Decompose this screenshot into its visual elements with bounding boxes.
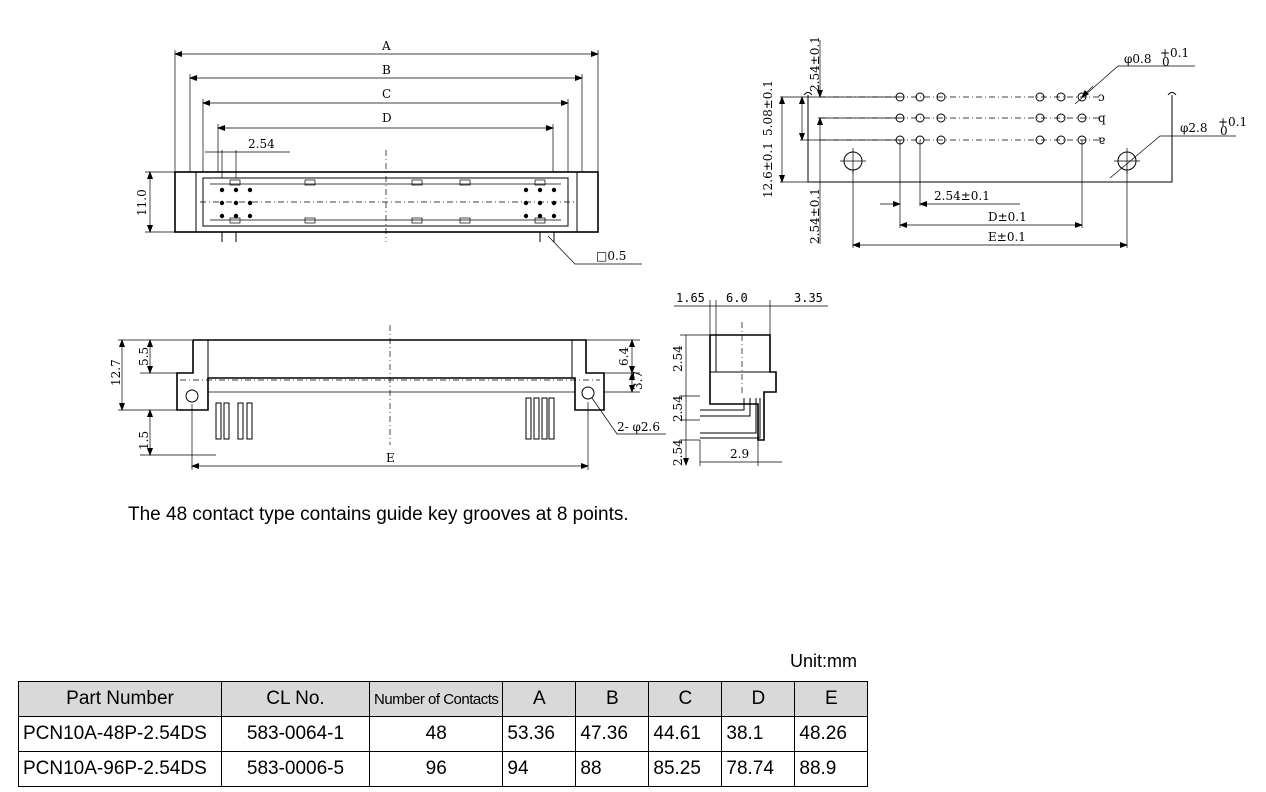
cell-e: 48.26: [794, 716, 869, 752]
cell-e: 88.9: [794, 751, 869, 787]
dim-d-label: D: [382, 111, 392, 125]
dim-end-1.65-label: 1.65: [676, 291, 705, 305]
dim-front-upper-label: 5.5: [137, 347, 151, 366]
svg-text:ɐ: ɐ: [1098, 133, 1105, 147]
dim-row-bottom-label: 2.54±0.1: [808, 188, 822, 244]
header-part-number: Part Number: [18, 681, 222, 717]
svg-text:0: 0: [1220, 124, 1228, 138]
svg-text:q: q: [1098, 111, 1106, 125]
dim-pcb-d-label: D±0.1: [988, 210, 1027, 224]
cell-a: 94: [502, 751, 577, 787]
dim-row-span-label: 5.08±0.1: [761, 80, 775, 136]
dim-front-pin-label: 1.5: [137, 431, 151, 450]
pcb-layout-view: ɔ q ɐ 2.54±0.1 12.6±0.1 5.08±0.1 2.54±0.…: [761, 36, 1247, 248]
dim-front-height-label: 12.7: [109, 359, 123, 386]
dim-a-label: A: [381, 39, 391, 53]
dim-front-3.7-label: 3.7: [631, 371, 645, 390]
cell-a: 53.36: [502, 716, 577, 752]
cell-contacts: 48: [368, 716, 504, 752]
header-c: C: [648, 681, 723, 717]
note-guide-key: The 48 contact type contains guide key g…: [128, 504, 629, 525]
dim-end-2.54-a-label: 2.54: [671, 345, 685, 372]
cell-contacts: 96: [368, 751, 504, 787]
dim-row-top-label: 2.54±0.1: [808, 36, 822, 92]
front-view: 12.7 5.5 1.5 6.4 3.7 E 2- φ2.6: [109, 325, 666, 470]
dim-height-label: 11.0: [135, 189, 149, 216]
cell-cl-no: 583-0006-5: [221, 751, 370, 787]
dim-pin-square-label: □0.5: [596, 249, 626, 263]
cell-c: 44.61: [648, 716, 723, 752]
dim-end-2.9-label: 2.9: [730, 447, 749, 461]
header-number-of-contacts: Number of Contacts: [368, 681, 504, 717]
unit-label: Unit:mm: [790, 651, 857, 671]
cell-d: 78.74: [721, 751, 796, 787]
svg-text:+0.1: +0.1: [1218, 115, 1247, 129]
dim-pitch-label: 2.54: [248, 137, 275, 151]
header-d: D: [721, 681, 796, 717]
cell-d: 38.1: [721, 716, 796, 752]
table-row: PCN10A-96P-2.54DS 583-0006-5 96 94 88 85…: [18, 751, 869, 787]
svg-text:0: 0: [1162, 55, 1170, 69]
cell-b: 47.36: [575, 716, 650, 752]
callout-mount-hole: 2- φ2.6: [617, 420, 660, 434]
callout-small-hole: φ0.8: [1124, 52, 1152, 66]
header-e: E: [794, 681, 869, 717]
cell-part-number: PCN10A-48P-2.54DS: [18, 716, 222, 752]
technical-drawing: A B C D 2.54: [109, 36, 1247, 470]
header-cl-no: CL No.: [221, 681, 370, 717]
header-b: B: [575, 681, 650, 717]
cell-part-number: PCN10A-96P-2.54DS: [18, 751, 222, 787]
cell-cl-no: 583-0064-1: [221, 716, 370, 752]
table-row: PCN10A-48P-2.54DS 583-0064-1 48 53.36 47…: [18, 716, 869, 752]
svg-text:+0.1: +0.1: [1160, 46, 1189, 60]
svg-text:ɔ: ɔ: [1098, 90, 1105, 104]
top-view: A B C D 2.54: [135, 39, 642, 265]
dim-end-2.54-b-label: 2.54: [671, 395, 685, 422]
table-header-row: Part Number CL No. Number of Contacts A …: [18, 681, 869, 717]
dim-c-label: C: [382, 87, 391, 101]
dim-front-e-label: E: [386, 451, 395, 465]
dim-end-2.54-c-label: 2.54: [671, 439, 685, 466]
dim-b-label: B: [382, 63, 391, 77]
callout-large-hole: φ2.8: [1180, 121, 1208, 135]
cell-b: 88: [575, 751, 650, 787]
specification-table: Part Number CL No. Number of Contacts A …: [18, 681, 869, 787]
dim-total-height-label: 12.6±0.1: [761, 142, 775, 198]
end-view: 1.65 6.0 3.35 2.54 2.54 2.54 2.9: [671, 291, 828, 466]
cell-c: 85.25: [648, 751, 723, 787]
header-a: A: [502, 681, 577, 717]
dim-end-6.0-label: 6.0: [726, 291, 748, 305]
dim-end-3.35-label: 3.35: [794, 291, 823, 305]
dim-pcb-e-label: E±0.1: [988, 230, 1026, 244]
dim-pcb-pitch-label: 2.54±0.1: [934, 189, 990, 203]
dim-front-6.4-label: 6.4: [617, 347, 631, 366]
